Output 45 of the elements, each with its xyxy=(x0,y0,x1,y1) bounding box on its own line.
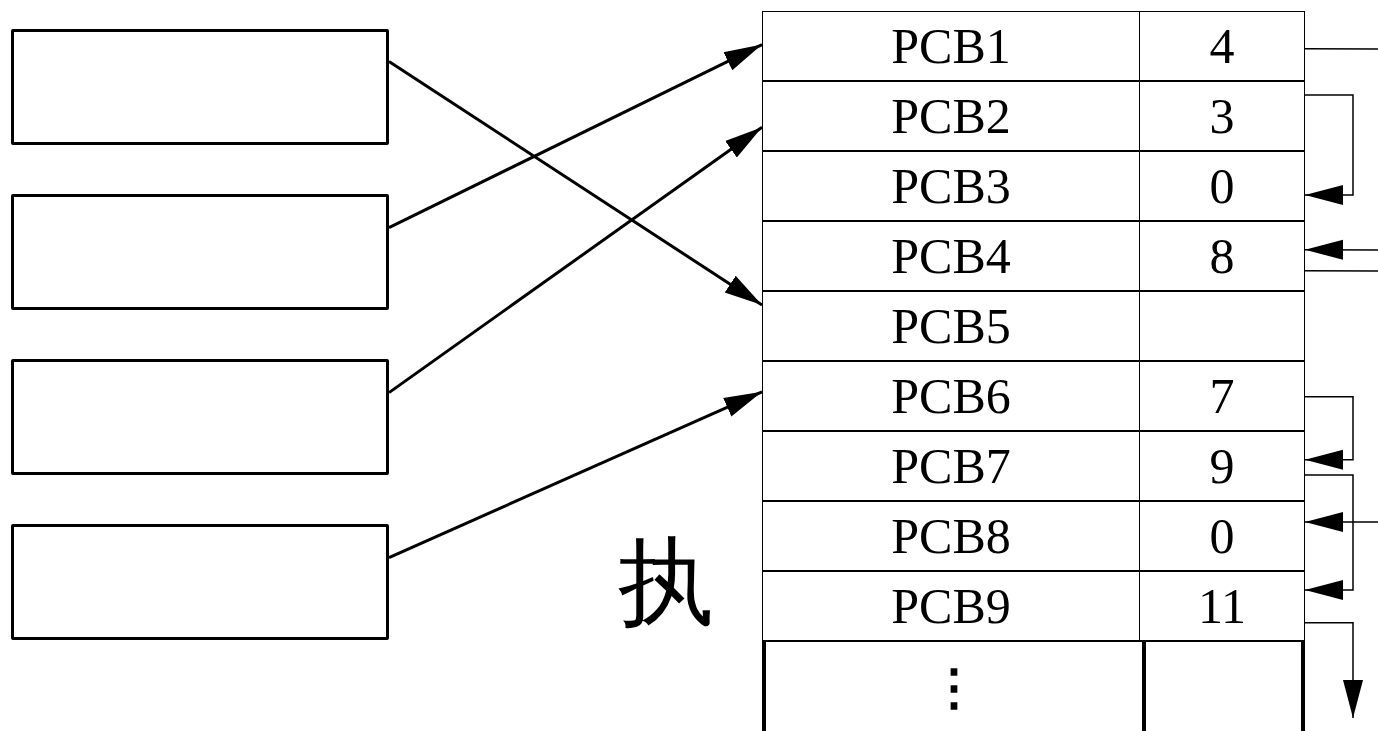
empty-box xyxy=(11,194,389,310)
table-row xyxy=(762,641,1305,731)
pointer-value: 0 xyxy=(1209,161,1235,211)
arrow xyxy=(388,60,763,307)
arrow xyxy=(388,125,763,394)
table-row xyxy=(762,571,1305,641)
pcb-label: PCB1 xyxy=(891,21,1011,71)
table-row xyxy=(762,81,1305,151)
pointer-value: 11 xyxy=(1197,581,1247,631)
arrow xyxy=(1304,239,1378,260)
arrow xyxy=(388,43,763,229)
arrow xyxy=(1304,512,1378,532)
ellipsis-mark: ⋮ xyxy=(929,661,979,712)
connector-line xyxy=(1304,269,1378,272)
pointer-value: 8 xyxy=(1209,231,1235,281)
connector-line xyxy=(1304,48,1378,50)
empty-box xyxy=(11,359,389,475)
pcb-label: PCB9 xyxy=(891,581,1011,631)
arrow xyxy=(388,390,763,559)
pcb-label: PCB5 xyxy=(891,301,1011,351)
arrow xyxy=(1304,622,1363,719)
pcb-label: PCB6 xyxy=(891,371,1011,421)
arrow xyxy=(1304,395,1354,470)
empty-box xyxy=(11,524,389,640)
empty-box xyxy=(11,29,389,145)
table-row xyxy=(762,361,1305,431)
table-row xyxy=(762,11,1305,81)
table-row xyxy=(762,501,1305,571)
table-row xyxy=(762,221,1305,291)
arrow xyxy=(1304,94,1354,206)
chinese-character: 执 xyxy=(618,534,714,630)
pointer-value: 7 xyxy=(1209,371,1235,421)
pcb-label: PCB7 xyxy=(891,441,1011,491)
pointer-value: 9 xyxy=(1209,441,1235,491)
pointer-value: 4 xyxy=(1209,21,1235,71)
pcb-label: PCB2 xyxy=(891,91,1011,141)
pointer-value: 3 xyxy=(1209,91,1235,141)
table-row xyxy=(762,291,1305,361)
table-row xyxy=(762,431,1305,501)
pointer-value: 0 xyxy=(1209,511,1235,561)
pcb-label: PCB8 xyxy=(891,511,1011,561)
table-row xyxy=(762,151,1305,221)
pcb-label: PCB3 xyxy=(891,161,1011,211)
arrow xyxy=(1304,474,1354,600)
pcb-label: PCB4 xyxy=(891,231,1011,281)
